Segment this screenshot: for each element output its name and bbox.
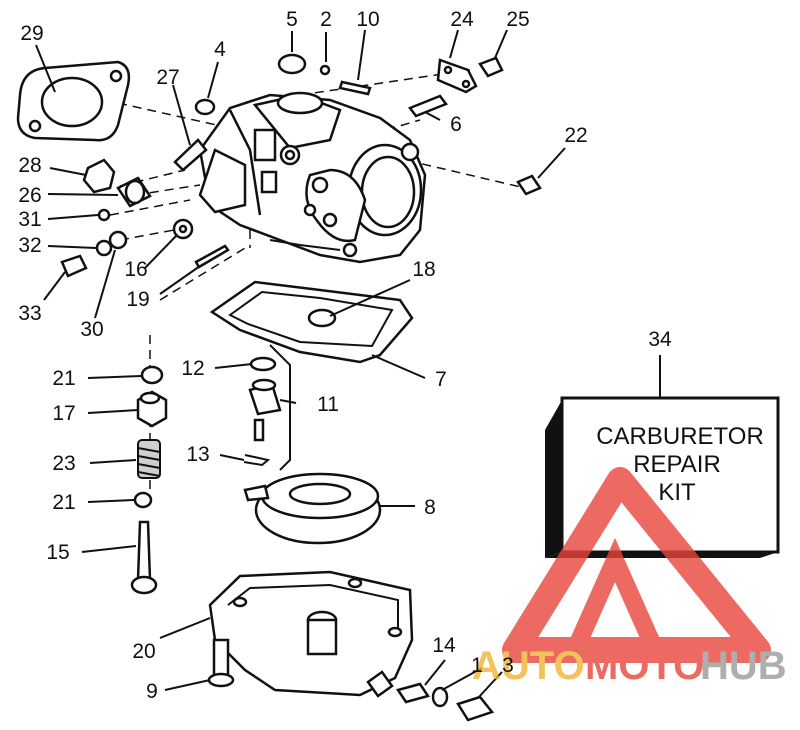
callout-13: 13 (186, 443, 209, 466)
washer-21-top (140, 365, 164, 385)
screw-6 (408, 94, 448, 118)
callout-33: 33 (18, 302, 41, 325)
callout-14: 14 (432, 634, 456, 657)
needle-13 (253, 418, 265, 442)
float-8 (243, 472, 382, 545)
watermark-hub: HUB (700, 644, 787, 688)
callout-21-bottom: 21 (52, 491, 75, 514)
callout-16: 16 (124, 258, 147, 281)
callout-8: 8 (424, 496, 436, 519)
screw-22 (516, 174, 542, 196)
callout-6: 6 (450, 113, 462, 136)
gasket-7 (209, 280, 414, 364)
callout-26: 26 (18, 184, 41, 207)
needle-15 (136, 520, 152, 582)
callout-28: 28 (18, 154, 41, 177)
callout-31: 31 (18, 208, 41, 231)
watermark-moto: MOTO (585, 644, 704, 688)
callout-30: 30 (80, 318, 103, 341)
callout-3: 3 (502, 654, 514, 677)
bracket-24 (436, 58, 478, 94)
lockwasher-30 (108, 230, 128, 250)
callout-34: 34 (648, 328, 672, 351)
callout-9: 9 (146, 680, 158, 703)
callout-27: 27 (156, 66, 179, 89)
callout-25: 25 (506, 8, 529, 31)
callout-19: 19 (126, 288, 149, 311)
kit-line-2: REPAIR (633, 451, 721, 478)
callout-23: 23 (52, 452, 75, 475)
inlet-needle-group (243, 344, 291, 471)
plug-14 (395, 682, 431, 704)
callout-21-top: 21 (52, 367, 75, 390)
gasket-29 (16, 60, 131, 142)
left-fittings (60, 138, 230, 278)
callout-22: 22 (564, 124, 587, 147)
callout-11: 11 (317, 393, 339, 416)
washer-12 (249, 356, 277, 372)
plug-4 (194, 98, 216, 116)
washer-1 (431, 686, 449, 708)
callout-32: 32 (18, 234, 41, 257)
seal-18 (307, 308, 337, 328)
callout-17: 17 (52, 402, 75, 425)
callout-10: 10 (356, 8, 379, 31)
kit-line-1: CARBURETOR (596, 423, 764, 450)
washer-21-bottom (133, 491, 153, 509)
top-parts (194, 53, 542, 196)
bottom-screws (207, 638, 495, 722)
callout-4: 4 (214, 38, 226, 61)
adjustment-parts (130, 365, 168, 595)
washer-32 (95, 239, 113, 257)
float-bowl-20 (208, 570, 414, 698)
callout-18: 18 (412, 258, 435, 281)
pin-19 (194, 244, 230, 269)
callout-2: 2 (320, 8, 332, 31)
screw-3 (456, 695, 495, 722)
plug-5 (277, 53, 307, 75)
callout-24: 24 (450, 8, 474, 31)
kit-line-3: KIT (658, 479, 696, 506)
callout-5: 5 (286, 8, 298, 31)
carburetor-body (198, 91, 427, 264)
pin-10 (338, 80, 372, 96)
callout-7: 7 (435, 368, 447, 391)
callout-15: 15 (46, 541, 69, 564)
leader-lines (35, 29, 661, 699)
watermark-auto: AUTO (472, 644, 585, 688)
nut-28 (82, 158, 116, 194)
callout-12: 12 (181, 357, 204, 380)
ball-2 (319, 64, 331, 76)
callout-labels: 1 2 3 4 5 6 7 8 9 10 11 12 13 14 15 16 1… (18, 8, 672, 703)
callout-20: 20 (132, 640, 155, 663)
watermark-logo: AUTO MOTO HUB (472, 467, 787, 688)
screw-25 (478, 56, 504, 78)
screw-33 (60, 254, 88, 278)
washer-31 (97, 208, 111, 222)
callout-29: 29 (20, 22, 43, 45)
tube-27 (173, 138, 208, 172)
callout-1: 1 (471, 654, 483, 677)
